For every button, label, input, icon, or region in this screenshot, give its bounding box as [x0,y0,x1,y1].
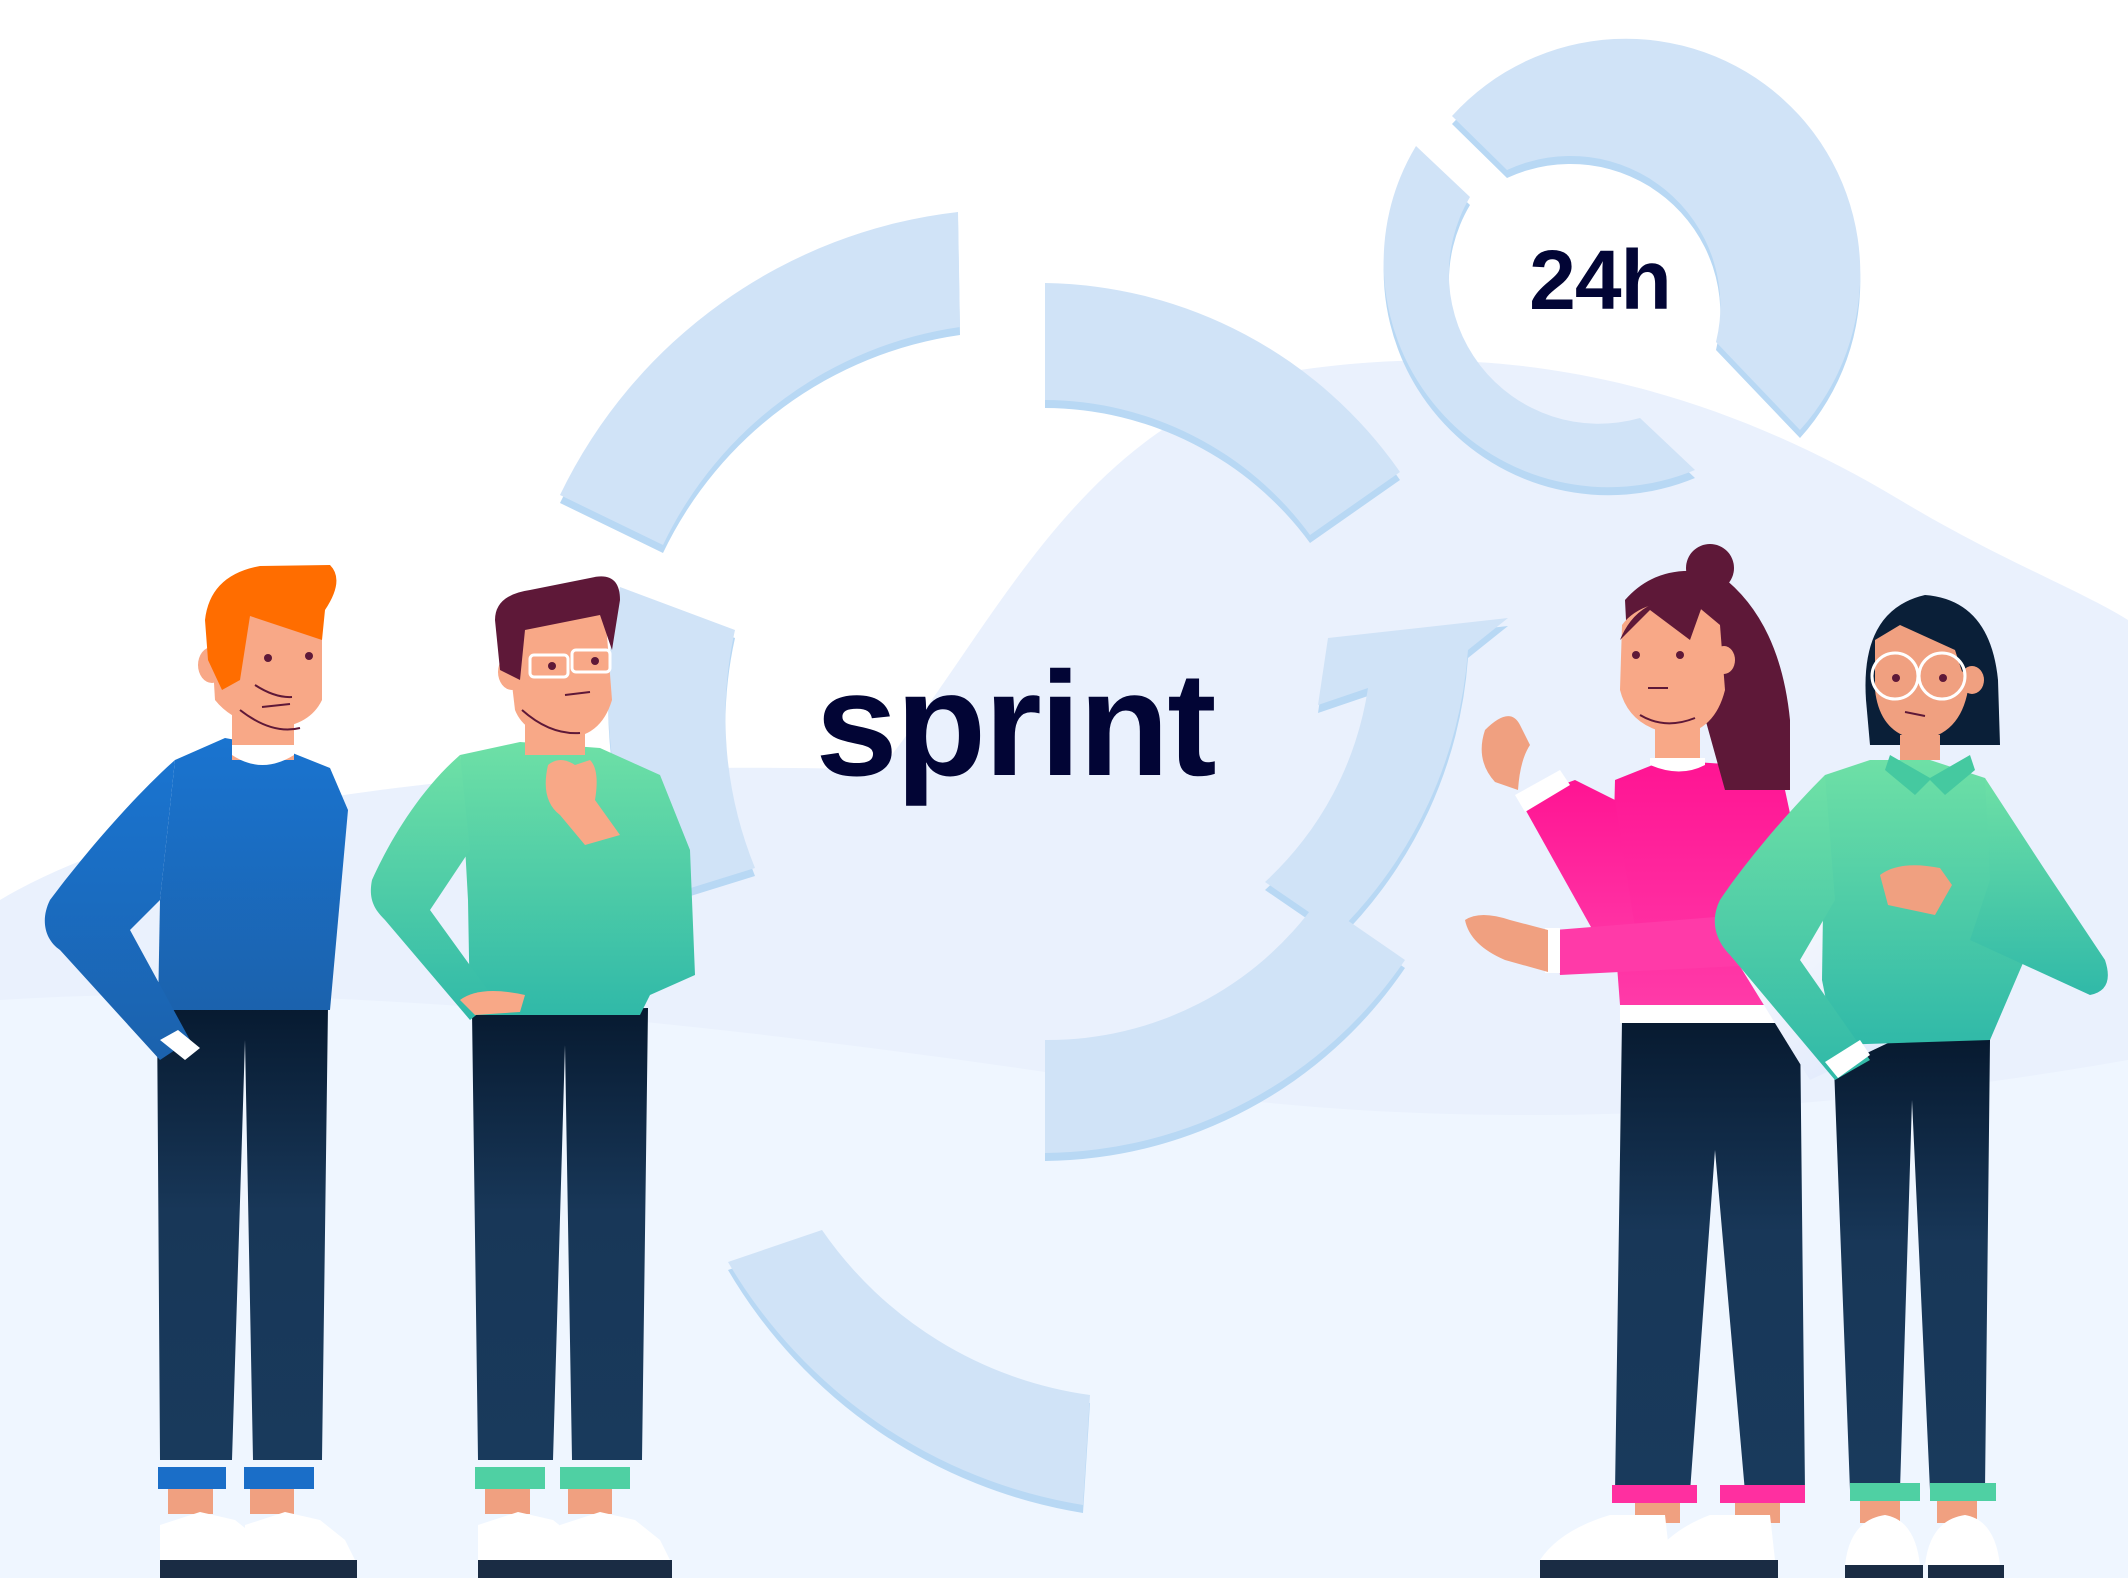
ring-arc-bottom [728,1230,1090,1505]
ring-arc-bottom-right [1045,900,1405,1153]
sprint-label: sprint [815,642,1216,807]
timer-arc-left-bottom [1383,146,1695,488]
sprint-cycle-ring [560,212,1508,1513]
person-man-orange-hair [44,565,357,1578]
timer-ring-24h [1383,38,1861,496]
person-man-glasses [370,576,695,1578]
timer-arc-top-right [1452,38,1861,431]
timer-24h-label: 24h [1529,233,1672,327]
ring-arrow-right [1265,618,1508,932]
person-woman-bun [1465,544,1805,1578]
person-woman-round-glasses [1714,595,2108,1578]
ring-arc-top-left [560,212,960,545]
ring-arc-top-right [1045,283,1400,535]
